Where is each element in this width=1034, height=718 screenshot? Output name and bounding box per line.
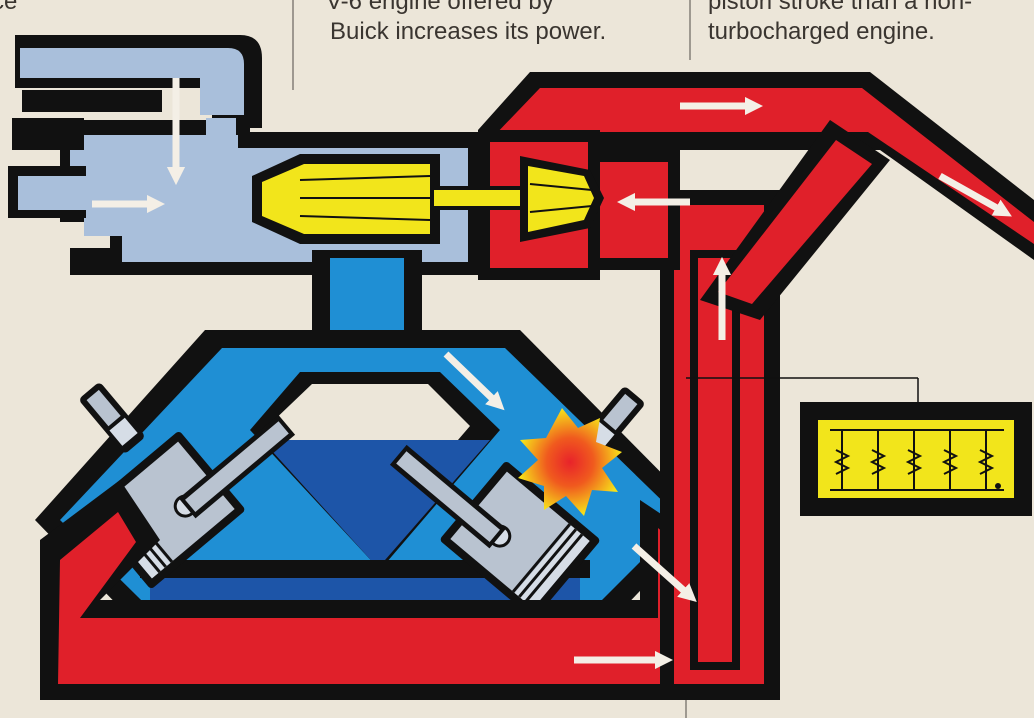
middle-column-caption-line-2: Buick increases its power.: [330, 18, 607, 45]
right-column-caption-line-2: turbocharged engine.: [708, 18, 935, 45]
manifold-arrow-down-right: [443, 351, 505, 411]
right-column-caption-line-1: piston stroke than a non-: [708, 0, 973, 15]
electronic-control-module-icon: [686, 377, 1032, 516]
left-spark-plug-icon: [80, 383, 144, 453]
middle-column-caption-line-1: V-6 engine offered by: [326, 0, 554, 15]
exhaust-arrow-down-right: [631, 543, 697, 603]
exhaust-manifold-and-pipe: [40, 72, 1034, 700]
turbocharger-compressor-turbine: [252, 154, 604, 244]
combustion-burst-icon: [518, 408, 622, 516]
flow-arrows: [92, 78, 1012, 670]
right-cylinder-piston: [389, 444, 600, 619]
left-column-caption-fragment: ce: [0, 0, 18, 15]
exhaust-diagonal-arrow: [938, 172, 1012, 217]
